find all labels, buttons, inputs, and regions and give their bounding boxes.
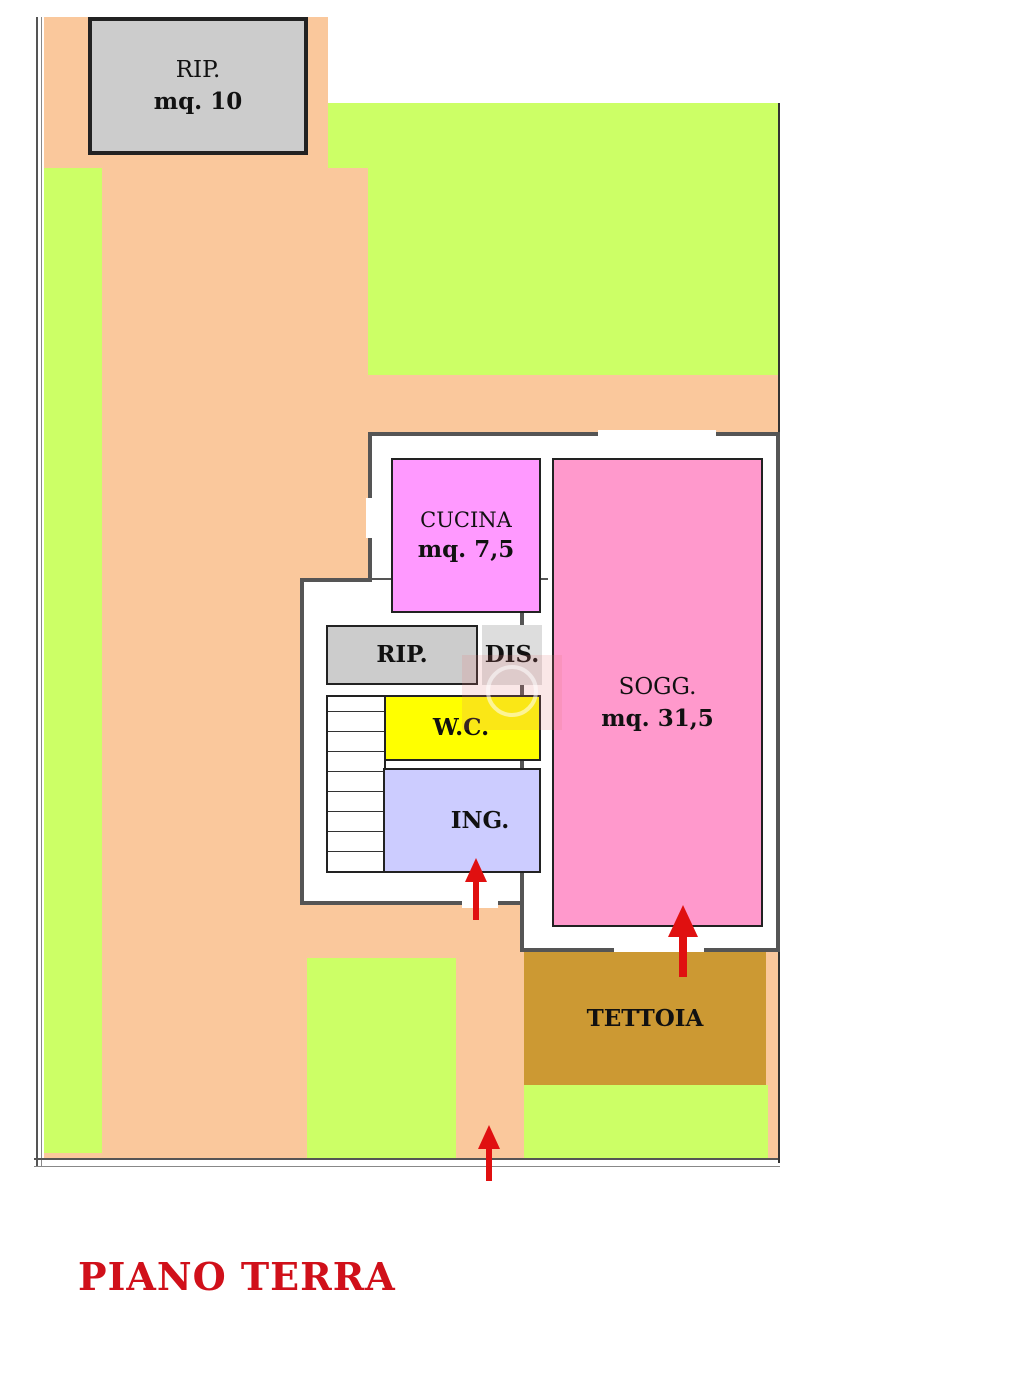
room-area: mq. 10 — [153, 88, 243, 115]
garden-left — [44, 168, 102, 1153]
watermark-logo-icon — [462, 655, 562, 730]
window-opening — [366, 498, 374, 538]
door-opening — [462, 900, 498, 908]
garden-top-right — [368, 103, 778, 375]
room-storage-top: RIP. mq. 10 — [88, 17, 308, 155]
room-name: DIS. — [484, 641, 540, 669]
room-tettoia: TETTOIA — [524, 952, 766, 1085]
bottom-fence — [34, 1158, 780, 1167]
floor-title: PIANO TERRA — [78, 1254, 396, 1299]
room-area: mq. 31,5 — [601, 705, 714, 733]
room-soggiorno: SOGG. mq. 31,5 — [552, 458, 763, 927]
room-name: ING. — [450, 806, 510, 834]
room-ripostiglio: RIP. — [326, 625, 478, 685]
room-name: CUCINA — [420, 507, 512, 532]
staircase — [326, 695, 386, 873]
left-fence — [36, 17, 42, 1167]
door-opening — [614, 946, 704, 954]
room-name: RIP. — [376, 641, 428, 669]
room-name: W.C. — [432, 714, 490, 742]
garden-bottom-right — [524, 1085, 768, 1158]
room-name: RIP. — [175, 56, 221, 83]
window-opening — [598, 430, 716, 438]
room-cucina: CUCINA mq. 7,5 — [391, 458, 541, 613]
room-name: SOGG. — [618, 674, 697, 700]
garden-bottom — [307, 958, 456, 1158]
room-name: TETTOIA — [586, 1004, 704, 1032]
room-area: mq. 7,5 — [417, 536, 515, 564]
room-ingresso: ING. — [383, 768, 541, 873]
